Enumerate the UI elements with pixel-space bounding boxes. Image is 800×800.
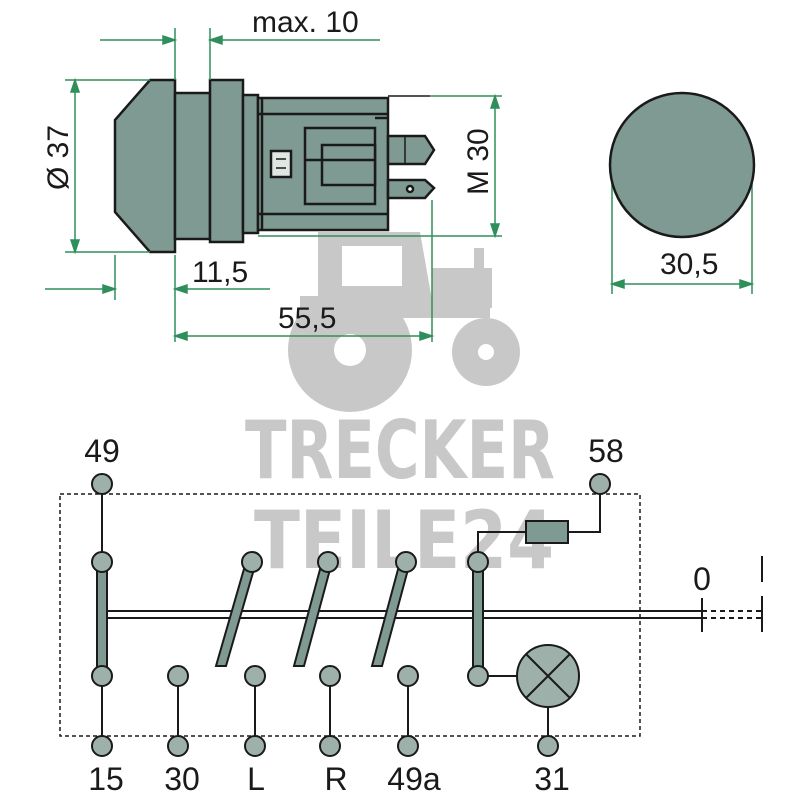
terminal-l-label: L: [247, 761, 265, 797]
circuit-diagram: 49 58 0 15 30 L R 49a 31: [59, 433, 763, 797]
terminal-49-label: 49: [84, 433, 120, 469]
max-length-label: max. 10: [252, 6, 359, 39]
contact-node: [91, 665, 113, 687]
lamp-icon: [516, 644, 580, 708]
thread-label: M 30: [462, 128, 495, 195]
terminal-31-label: 31: [534, 761, 570, 797]
terminal-30-label: 30: [164, 761, 200, 797]
contact-node: [241, 551, 263, 573]
terminal-49a-node: [397, 735, 419, 757]
diameter-label: Ø 37: [42, 125, 75, 190]
contact-node: [91, 551, 113, 573]
tractor-logo: [288, 232, 520, 412]
dimension-labels: max. 10 Ø 37 M 30 11,5 55,5 30,5: [42, 6, 718, 335]
terminal-r-node: [319, 735, 341, 757]
watermark: TRECKER TEILE24: [245, 232, 555, 587]
terminal-49a-label: 49a: [387, 761, 441, 797]
indicator-window: [269, 149, 293, 179]
switch-blade-30: [214, 561, 258, 667]
contact-node: [467, 665, 489, 687]
switch-enclosure: [59, 493, 641, 737]
terminal-l-node: [244, 735, 266, 757]
depth-label: 11,5: [192, 256, 248, 289]
terminal-r-label: R: [324, 761, 347, 797]
resistor-icon: [525, 520, 569, 544]
contact-bar-15-49: [96, 561, 108, 677]
contact-node: [167, 665, 189, 687]
terminal-30-node: [167, 735, 189, 757]
switch-collar: [173, 91, 212, 241]
panel-cutout: [608, 91, 756, 239]
switch-cap: [113, 78, 177, 254]
switch-nut: [208, 78, 245, 244]
terminal-15-label: 15: [88, 761, 124, 797]
blade-connector-upper: [386, 134, 436, 166]
terminal-31-node: [537, 735, 559, 757]
terminal-49-node: [91, 473, 113, 495]
off-position-label: 0: [693, 561, 711, 597]
contact-node: [317, 551, 339, 573]
switch-side-view: [113, 78, 436, 254]
contact-node: [395, 551, 417, 573]
terminal-58-label: 58: [588, 433, 624, 469]
contact-node: [467, 551, 489, 573]
terminal-15-node: [91, 735, 113, 757]
contact-bar-58-lamp: [472, 561, 484, 677]
contact-node: [244, 665, 266, 687]
switch-body: [241, 93, 260, 235]
watermark-line-1: TRECKER: [245, 404, 555, 497]
contact-node: [319, 665, 341, 687]
length-label: 55,5: [278, 302, 336, 335]
terminal-58-node: [589, 473, 611, 495]
contact-node: [397, 665, 419, 687]
hole-diameter-label: 30,5: [660, 248, 718, 281]
